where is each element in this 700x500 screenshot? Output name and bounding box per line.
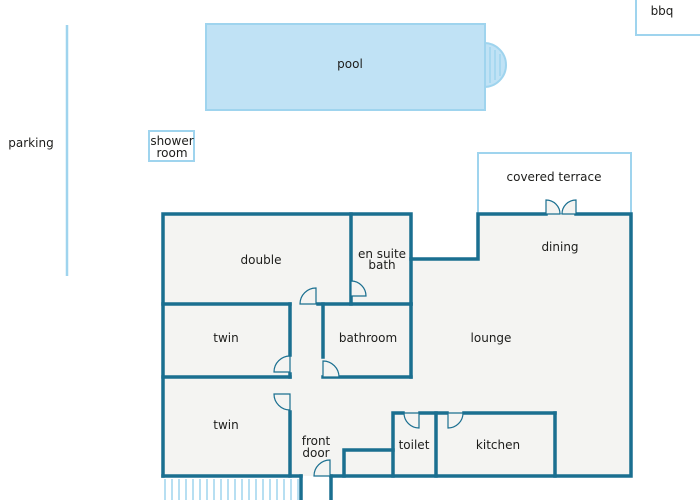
- bathroom-door-swing: [322, 360, 340, 378]
- twin-lower-door-swing: [273, 393, 291, 411]
- bbq-label: bbq: [651, 4, 674, 18]
- toilet-label: toilet: [399, 438, 430, 452]
- terrace-door-left-swing: [545, 199, 561, 215]
- toilet-door-swing: [403, 412, 420, 429]
- shower-room-label-line1: shower: [150, 134, 193, 148]
- kitchen-door-swing: [447, 412, 464, 429]
- front-door-label-line2: door: [302, 446, 329, 460]
- lounge-label: lounge: [471, 331, 512, 345]
- pool-area: [205, 23, 507, 111]
- double-room-label: double: [241, 253, 282, 267]
- twin-upper-label: twin: [213, 331, 238, 345]
- shower-room-label-line2: room: [156, 146, 187, 160]
- parking-label: parking: [8, 136, 53, 150]
- pool-label: pool: [337, 57, 363, 71]
- ensuite-door-swing: [350, 280, 367, 297]
- front-door-swing: [313, 459, 331, 477]
- door-swings: [273, 199, 577, 477]
- dining-label: dining: [541, 240, 578, 254]
- ensuite-label-line2: bath: [368, 258, 395, 272]
- house-floor: [163, 214, 631, 476]
- twin-lower-label: twin: [213, 418, 238, 432]
- entrance-porch: [164, 479, 299, 500]
- front-door-label-line1: front: [302, 434, 331, 448]
- pool: [205, 23, 486, 111]
- shower-room-box: [148, 130, 195, 162]
- room-labels: pool bbq parking shower room covered ter…: [8, 4, 673, 460]
- kitchen-label: kitchen: [476, 438, 520, 452]
- house-walls: [161, 212, 633, 500]
- double-room-door-swing: [299, 287, 317, 305]
- ensuite-label-line1: en suite: [358, 247, 406, 261]
- terrace-door-right-swing: [561, 199, 577, 215]
- twin-upper-door-swing: [273, 355, 291, 373]
- bathroom-label: bathroom: [339, 331, 397, 345]
- bbq-box: [635, 0, 700, 36]
- covered-terrace-label: covered terrace: [507, 170, 602, 184]
